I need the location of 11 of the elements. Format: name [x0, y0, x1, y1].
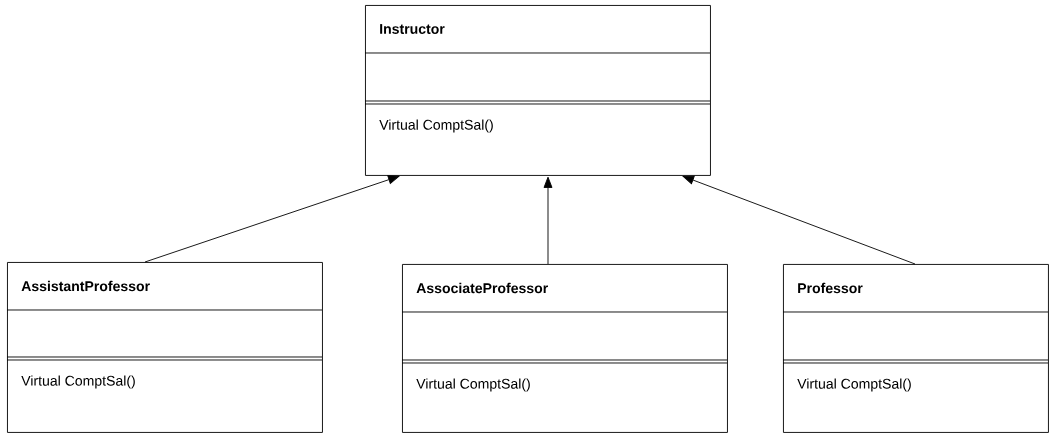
class-name: AssistantProfessor [21, 280, 150, 292]
class-name: Instructor [380, 24, 445, 34]
method-text: Virtual ComptSal() [416, 378, 530, 392]
arrow [144, 175, 400, 263]
method-text: Virtual ComptSal() [797, 378, 911, 392]
arrow [543, 176, 553, 265]
method-text: Virtual ComptSal() [21, 375, 135, 389]
class-name: AssociateProfessor [416, 282, 548, 294]
class-name: Professor [798, 282, 863, 294]
arrow [682, 175, 916, 265]
method-text: Virtual ComptSal() [379, 119, 493, 133]
